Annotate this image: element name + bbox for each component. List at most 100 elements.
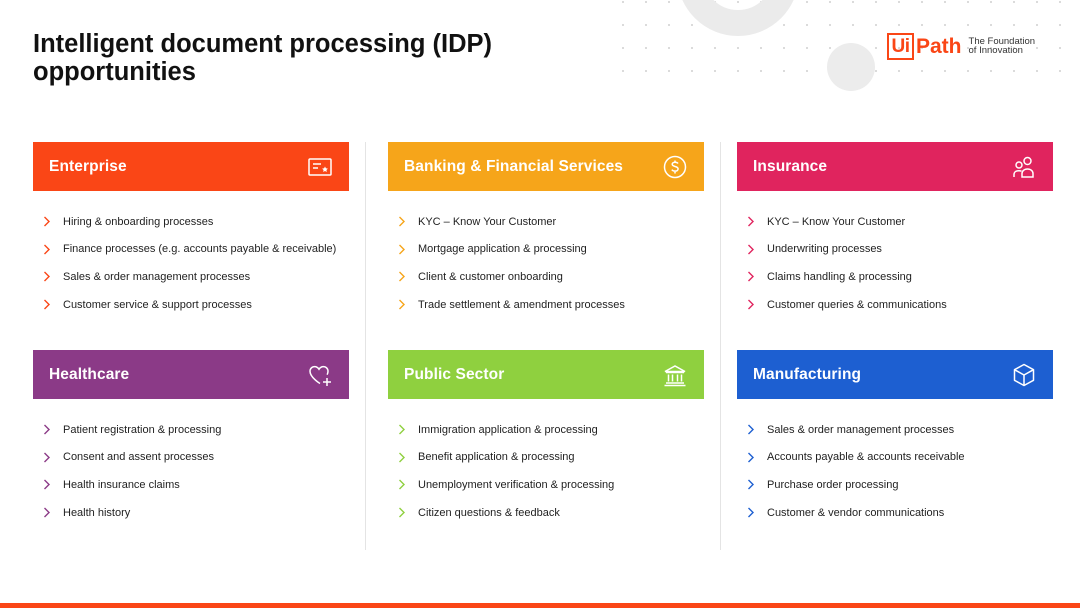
list-item: Hiring & onboarding processes: [33, 208, 349, 236]
item-label: Claims handling & processing: [767, 270, 912, 283]
item-label: Unemployment verification & processing: [418, 478, 615, 491]
column-divider: [720, 142, 721, 550]
item-label: Underwriting processes: [767, 243, 882, 256]
list-item: Sales & order management processes: [737, 416, 1053, 444]
item-label: Patient registration & processing: [63, 423, 222, 436]
item-label: Trade settlement & amendment processes: [418, 298, 625, 311]
chevron-right-icon: [737, 244, 767, 255]
item-label: Finance processes (e.g. accounts payable…: [63, 243, 337, 256]
chevron-right-icon: [33, 244, 63, 255]
card-title: Manufacturing: [753, 365, 862, 383]
card-title: Healthcare: [49, 365, 130, 383]
column-divider: [365, 142, 366, 550]
heart-plus-icon: [307, 362, 333, 388]
list-item: Purchase order processing: [737, 471, 1053, 499]
item-list: Sales & order management processes Accou…: [737, 416, 1053, 526]
page-title: Intelligent document processing (IDP) op…: [33, 30, 493, 86]
item-label: Hiring & onboarding processes: [63, 215, 214, 228]
chevron-right-icon: [737, 452, 767, 463]
card-title: Enterprise: [49, 157, 127, 175]
card-header: Manufacturing: [737, 350, 1053, 399]
list-item: Benefit application & processing: [388, 444, 704, 472]
item-label: Health history: [63, 506, 131, 519]
logo-tagline-line2: of Innovation: [968, 45, 1023, 56]
logo-wordmark: Path: [916, 34, 962, 58]
list-item: Client & customer onboarding: [388, 263, 704, 291]
list-item: Citizen questions & feedback: [388, 499, 704, 527]
card-banking: Banking & Financial Services KYC – Know …: [388, 142, 704, 318]
chevron-right-icon: [33, 299, 63, 310]
item-label: Immigration application & processing: [418, 423, 598, 436]
list-item: KYC – Know Your Customer: [737, 208, 1053, 236]
item-label: Customer service & support processes: [63, 298, 252, 311]
card-title: Public Sector: [404, 365, 505, 383]
chevron-right-icon: [737, 479, 767, 490]
chevron-right-icon: [388, 244, 418, 255]
item-label: Purchase order processing: [767, 478, 899, 491]
card-title: Banking & Financial Services: [404, 157, 624, 175]
uipath-logo: Ui Path The Foundation of Innovation: [887, 31, 1035, 61]
bottom-accent-bar: [0, 603, 1080, 608]
chevron-right-icon: [33, 424, 63, 435]
chevron-right-icon: [737, 299, 767, 310]
logo-tagline-line1: The Foundation: [968, 35, 1036, 47]
item-label: Sales & order management processes: [767, 423, 955, 436]
list-item: Customer service & support processes: [33, 291, 349, 319]
dollar-coin-icon: [662, 154, 688, 180]
logo-box: Ui: [887, 32, 914, 60]
list-item: Trade settlement & amendment processes: [388, 291, 704, 319]
list-item: Customer & vendor communications: [737, 499, 1053, 527]
chevron-right-icon: [33, 479, 63, 490]
certificate-icon: [307, 154, 333, 180]
card-insurance: Insurance KYC – Know Your Customer Under…: [737, 142, 1053, 318]
item-label: Health insurance claims: [63, 478, 180, 491]
list-item: Patient registration & processing: [33, 416, 349, 444]
item-label: Mortgage application & processing: [418, 243, 587, 256]
chevron-right-icon: [737, 507, 767, 518]
item-label: Consent and assent processes: [63, 451, 215, 464]
logo-tagline: The Foundation of Innovation: [968, 35, 1036, 56]
chevron-right-icon: [388, 299, 418, 310]
chevron-right-icon: [737, 271, 767, 282]
chevron-right-icon: [33, 271, 63, 282]
cube-icon: [1011, 362, 1037, 388]
chevron-right-icon: [388, 452, 418, 463]
chevron-right-icon: [33, 452, 63, 463]
government-building-icon: [662, 362, 688, 388]
card-title: Insurance: [753, 157, 828, 175]
item-label: Sales & order management processes: [63, 270, 251, 283]
card-header: Public Sector: [388, 350, 704, 399]
item-label: KYC – Know Your Customer: [418, 215, 557, 228]
card-enterprise: Enterprise Hiring & onboarding processes…: [33, 142, 349, 318]
chevron-right-icon: [388, 479, 418, 490]
card-public-sector: Public Sector Immigration application & …: [388, 350, 704, 526]
chevron-right-icon: [388, 507, 418, 518]
list-item: KYC – Know Your Customer: [388, 208, 704, 236]
card-manufacturing: Manufacturing Sales & order management p…: [737, 350, 1053, 526]
list-item: Underwriting processes: [737, 236, 1053, 264]
card-healthcare: Healthcare Patient registration & proces…: [33, 350, 349, 526]
chevron-right-icon: [388, 271, 418, 282]
list-item: Immigration application & processing: [388, 416, 704, 444]
item-label: Accounts payable & accounts receivable: [767, 451, 965, 464]
list-item: Accounts payable & accounts receivable: [737, 444, 1053, 472]
item-label: Customer & vendor communications: [767, 506, 945, 519]
item-list: Immigration application & processing Ben…: [388, 416, 704, 526]
people-icon: [1011, 154, 1037, 180]
card-header: Insurance: [737, 142, 1053, 191]
card-header: Banking & Financial Services: [388, 142, 704, 191]
item-list: KYC – Know Your Customer Underwriting pr…: [737, 208, 1053, 318]
list-item: Claims handling & processing: [737, 263, 1053, 291]
list-item: Finance processes (e.g. accounts payable…: [33, 236, 349, 264]
list-item: Mortgage application & processing: [388, 236, 704, 264]
list-item: Health insurance claims: [33, 471, 349, 499]
chevron-right-icon: [388, 216, 418, 227]
item-list: KYC – Know Your Customer Mortgage applic…: [388, 208, 704, 318]
card-header: Healthcare: [33, 350, 349, 399]
item-list: Hiring & onboarding processes Finance pr…: [33, 208, 349, 318]
list-item: Consent and assent processes: [33, 444, 349, 472]
list-item: Health history: [33, 499, 349, 527]
chevron-right-icon: [737, 424, 767, 435]
card-header: Enterprise: [33, 142, 349, 191]
item-label: Client & customer onboarding: [418, 270, 563, 283]
